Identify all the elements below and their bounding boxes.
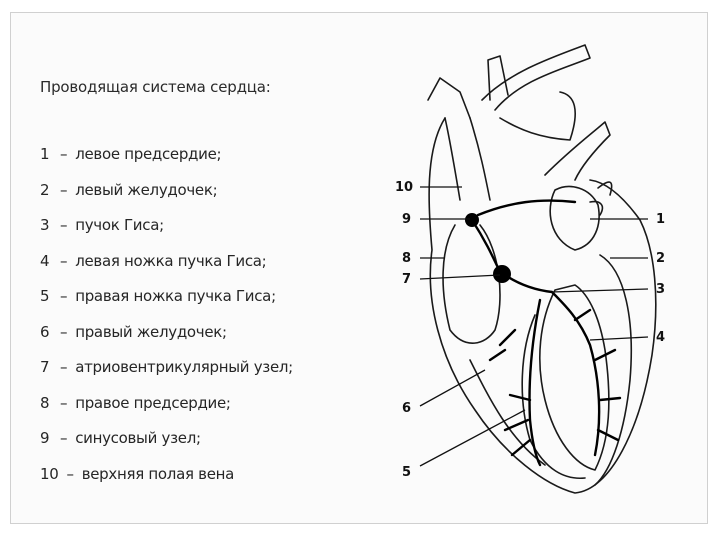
legend-number: 2 [40, 180, 50, 199]
legend-number: 7 [40, 358, 50, 376]
legend-dash: – [60, 251, 68, 270]
left-bundle-branch [550, 290, 601, 457]
legend-text: верхняя полая вена [81, 464, 235, 483]
legend-item-10: 10–верхняя полая вена [40, 465, 293, 501]
legend-dash: – [60, 216, 68, 234]
diagram-frame [10, 12, 708, 524]
legend-dash: – [60, 393, 68, 412]
legend-item-4: 4–левая ножка пучка Гиса; [40, 252, 293, 288]
legend-dash: – [60, 287, 68, 305]
legend-item-9: 9–синусовый узел; [40, 429, 293, 465]
his-bundle [503, 273, 554, 294]
legend-text: атриовентрикулярный узел; [75, 358, 293, 376]
pulmonary-vein [589, 181, 613, 216]
callout-2: 2 [656, 251, 665, 266]
left-ventricle-inner [539, 284, 610, 471]
legend-number: 6 [40, 322, 50, 341]
purkinje-fibers-right [488, 328, 532, 457]
callout-4: 4 [656, 330, 665, 345]
legend-text: левое предсердие; [75, 145, 222, 163]
legend-dash: – [60, 145, 68, 163]
legend-text: пучок Гиса; [75, 216, 164, 234]
legend-list: 1–левое предсердие; 2–левый желудочек; 3… [40, 145, 293, 500]
callout-1: 1 [656, 212, 665, 227]
legend-item-8: 8–правое предсердие; [40, 394, 293, 430]
heart-outline [428, 117, 657, 494]
callout-8: 8 [402, 251, 411, 266]
left-atrium-wall [549, 185, 600, 251]
legend-number: 4 [40, 251, 50, 270]
legend-item-3: 3–пучок Гиса; [40, 216, 293, 252]
leader-line-7 [419, 274, 501, 280]
right-bundle-branch [528, 298, 542, 467]
legend-text: правое предсердие; [75, 393, 231, 412]
legend-number: 10 [40, 464, 59, 483]
leader-line-6 [419, 369, 486, 407]
aorta-branch [499, 91, 576, 141]
legend-text: правая ножка пучка Гиса; [75, 287, 276, 305]
legend-item-1: 1–левое предсердие; [40, 145, 293, 181]
callout-3: 3 [656, 282, 665, 297]
legend-text: левый желудочек; [75, 180, 218, 199]
legend-dash: – [66, 464, 75, 483]
callout-5: 5 [402, 465, 411, 480]
legend-number: 5 [40, 287, 50, 305]
ventricle-wall-inner [594, 254, 633, 486]
leader-line-4 [589, 336, 649, 341]
pulmonary-artery [544, 121, 611, 181]
callout-6: 6 [402, 401, 411, 416]
legend-number: 3 [40, 216, 50, 234]
callout-10: 10 [395, 180, 413, 195]
legend-dash: – [60, 180, 68, 199]
callout-7: 7 [402, 272, 411, 287]
septum-inner [521, 314, 586, 480]
sinus-node [465, 213, 479, 227]
bachmann-bundle [476, 199, 577, 217]
legend-dash: – [60, 322, 68, 341]
callout-9: 9 [402, 212, 411, 227]
diagram-title: Проводящая система сердца: [40, 78, 271, 96]
legend-text: левая ножка пучка Гиса; [75, 251, 267, 270]
right-atrium-wall [442, 224, 501, 344]
legend-number: 8 [40, 393, 50, 412]
legend-item-2: 2–левый желудочек; [40, 181, 293, 217]
right-ventricle-wall [469, 359, 546, 466]
purkinje-fibers-left [573, 308, 622, 442]
superior-vena-cava [427, 55, 509, 119]
av-node [493, 265, 511, 283]
legend-item-7: 7–атриовентрикулярный узел; [40, 358, 293, 394]
legend-number: 9 [40, 429, 50, 447]
aortic-arch [481, 44, 591, 111]
legend-dash: – [60, 429, 68, 447]
legend-item-5: 5–правая ножка пучка Гиса; [40, 287, 293, 323]
vena-cava-body [444, 117, 491, 201]
legend-number: 1 [40, 145, 50, 163]
legend-text: правый желудочек; [75, 322, 227, 341]
legend-item-6: 6–правый желудочек; [40, 323, 293, 359]
leader-line-5 [419, 409, 526, 467]
legend-text: синусовый узел; [75, 429, 201, 447]
legend-dash: – [60, 358, 68, 376]
leader-line-3 [551, 288, 649, 293]
internodal-tract [470, 218, 502, 274]
